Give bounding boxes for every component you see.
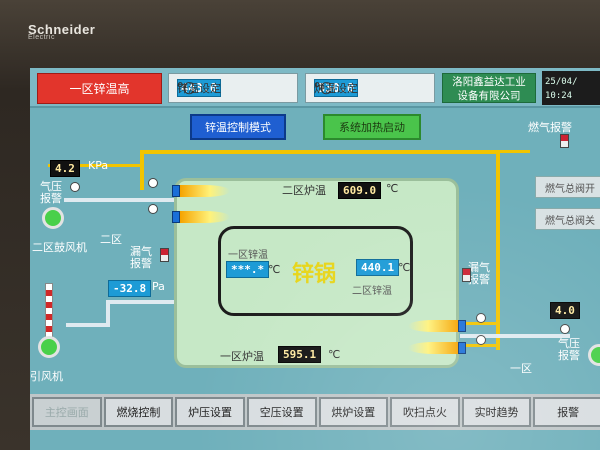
- zone2-flame-lower: [180, 211, 230, 223]
- zone1-furnace-temp-label: 一区炉温: [220, 350, 264, 363]
- zinc-setpoint-input[interactable]: 443.0: [177, 79, 222, 97]
- clock-time: 10:24: [545, 91, 573, 101]
- bottom-navigation: 主控画面 燃烧控制 炉压设置 空压设置 烘炉设置 吹扫点火 实时趋势 报警: [30, 394, 600, 430]
- air-pipe-zone2: [64, 198, 174, 202]
- zone1-label: 一区: [510, 362, 532, 375]
- flue-pipe-horizontal: [66, 323, 110, 327]
- gas-pipe-left-riser: [140, 150, 144, 190]
- draft-pressure-unit: Pa: [152, 280, 165, 293]
- clock-display: 25/04/ 10:24: [542, 71, 600, 105]
- zone2-blower-label: 二区鼓风机: [32, 241, 87, 254]
- nav-furnace-pressure[interactable]: 炉压设置: [175, 397, 245, 427]
- zinc-pot-title: 锌锅: [292, 261, 337, 287]
- zinc-setpoint-unit: ℃: [177, 78, 195, 98]
- induced-fan-label: 引风机: [30, 370, 63, 383]
- gas-leak-alarm-left-icon: [160, 248, 169, 262]
- induced-fan-icon[interactable]: [38, 336, 60, 358]
- gas-main-valve-open-button[interactable]: 燃气总阀开: [535, 176, 600, 198]
- gas-pressure-alarm-left-label: 气压 报警: [40, 180, 62, 205]
- furnace-setpoint-label: 炉温设定: [314, 82, 358, 95]
- zone1-zinc-temp-value: ***.*: [226, 261, 270, 278]
- nav-purge-ignition[interactable]: 吹扫点火: [390, 397, 460, 427]
- nav-alarm[interactable]: 报警: [533, 397, 600, 427]
- gas-pressure-gauge-right-icon: [560, 324, 570, 334]
- zinc-setpoint-box: 锌温设定 443.0 ℃: [168, 73, 298, 103]
- zone2-burner-lower: [172, 211, 180, 223]
- hmi-screen: 一区锌温高 锌温设定 443.0 ℃ 炉温设定 530.0 ℃ 洛阳鑫益达工业 …: [30, 68, 600, 450]
- chimney-icon: [45, 283, 53, 339]
- gas-pressure-gauge-left-icon: [70, 182, 80, 192]
- gas-alarm-top-icon: [560, 134, 569, 148]
- zone1-furnace-temp-value: 595.1: [278, 346, 322, 363]
- clock-date: 25/04/: [545, 77, 578, 87]
- zone2-burner-upper: [172, 185, 180, 197]
- zone2-furnace-temp-value: 609.0: [338, 182, 382, 199]
- zinc-control-mode-button[interactable]: 锌温控制模式: [190, 114, 286, 140]
- zone2-zinc-temp-label: 二区锌温: [352, 286, 392, 297]
- air-pipe-zone1: [460, 334, 570, 338]
- furnace-setpoint-input[interactable]: 530.0: [314, 79, 359, 97]
- flue-pipe-to-furnace: [106, 300, 176, 304]
- company-line-2: 设备有限公司: [457, 90, 521, 102]
- gas-pipe-top: [140, 150, 500, 154]
- zone1-zinc-temp-unit: ℃: [268, 263, 281, 276]
- gas-main-valve-close-button[interactable]: 燃气总阀关: [535, 208, 600, 230]
- gas-pipe-right-feed: [500, 150, 530, 153]
- furnace-setpoint-unit: ℃: [314, 78, 332, 98]
- zone2-furnace-temp-unit: ℃: [386, 182, 399, 195]
- gas-leak-alarm-left-label: 漏气 报警: [130, 245, 152, 270]
- nav-baking[interactable]: 烘炉设置: [318, 397, 389, 427]
- gas-pipe-zone1-b: [460, 344, 500, 347]
- alarm-banner[interactable]: 一区锌温高: [37, 73, 162, 104]
- gas-pressure-left-value: 4.2: [50, 160, 80, 177]
- gas-leak-alarm-right-icon: [462, 268, 471, 282]
- brand-name: Schneider: [28, 22, 96, 37]
- draft-pressure-value[interactable]: -32.8: [108, 280, 152, 297]
- zone2-valve-upper-icon[interactable]: [148, 178, 158, 188]
- zone1-valve-lower-icon[interactable]: [476, 335, 486, 345]
- zone2-blower-icon[interactable]: [42, 207, 64, 229]
- gas-pressure-left-unit: KPa: [88, 159, 109, 172]
- company-line-1: 洛阳鑫益达工业: [452, 76, 526, 88]
- nav-realtime-trend[interactable]: 实时趋势: [461, 397, 532, 427]
- top-bar: 一区锌温高 锌温设定 443.0 ℃ 炉温设定 530.0 ℃ 洛阳鑫益达工业 …: [30, 68, 600, 108]
- zone1-valve-upper-icon[interactable]: [476, 313, 486, 323]
- zone1-burner-upper: [458, 320, 466, 332]
- brand-sub: Electric: [28, 34, 55, 41]
- zone1-zinc-temp-label: 一区锌温: [228, 250, 268, 261]
- zone1-flame-lower: [408, 342, 458, 354]
- zone1-burner-lower: [458, 342, 466, 354]
- gas-pipe-zone1-a: [460, 322, 500, 325]
- zone2-zinc-temp-unit: ℃: [398, 261, 411, 274]
- nav-main-control[interactable]: 主控画面: [32, 397, 102, 427]
- zone1-blower-icon[interactable]: [588, 344, 600, 366]
- furnace-setpoint-box: 炉温设定 530.0 ℃: [305, 73, 435, 103]
- zone1-furnace-temp-unit: ℃: [328, 348, 341, 361]
- gas-leak-alarm-right-label: 漏气 报警: [468, 261, 490, 286]
- nav-air-pressure[interactable]: 空压设置: [246, 397, 317, 427]
- gas-pipe-right-riser: [496, 150, 500, 350]
- gas-pressure-right-value: 4.0: [550, 302, 580, 319]
- flue-pipe-vertical: [106, 300, 110, 326]
- gas-pressure-alarm-right-label: 气压 报警: [558, 337, 580, 362]
- gas-pipe-left-feed: [48, 164, 143, 167]
- zone2-furnace-temp-label: 二区炉温: [282, 184, 326, 197]
- brand-logo: Schneider Electric: [28, 22, 95, 41]
- zone2-label: 二区: [100, 233, 122, 246]
- system-heat-start-button[interactable]: 系统加热启动: [323, 114, 421, 140]
- zinc-setpoint-label: 锌温设定: [177, 82, 221, 95]
- company-name: 洛阳鑫益达工业 设备有限公司: [442, 73, 536, 103]
- gas-alarm-top-label: 燃气报警: [528, 121, 572, 134]
- nav-combustion-control[interactable]: 燃烧控制: [103, 397, 174, 427]
- zone2-flame-upper: [180, 185, 230, 197]
- zone1-flame-upper: [408, 320, 458, 332]
- zone2-zinc-temp-value: 440.1: [356, 259, 400, 276]
- zone2-valve-lower-icon[interactable]: [148, 204, 158, 214]
